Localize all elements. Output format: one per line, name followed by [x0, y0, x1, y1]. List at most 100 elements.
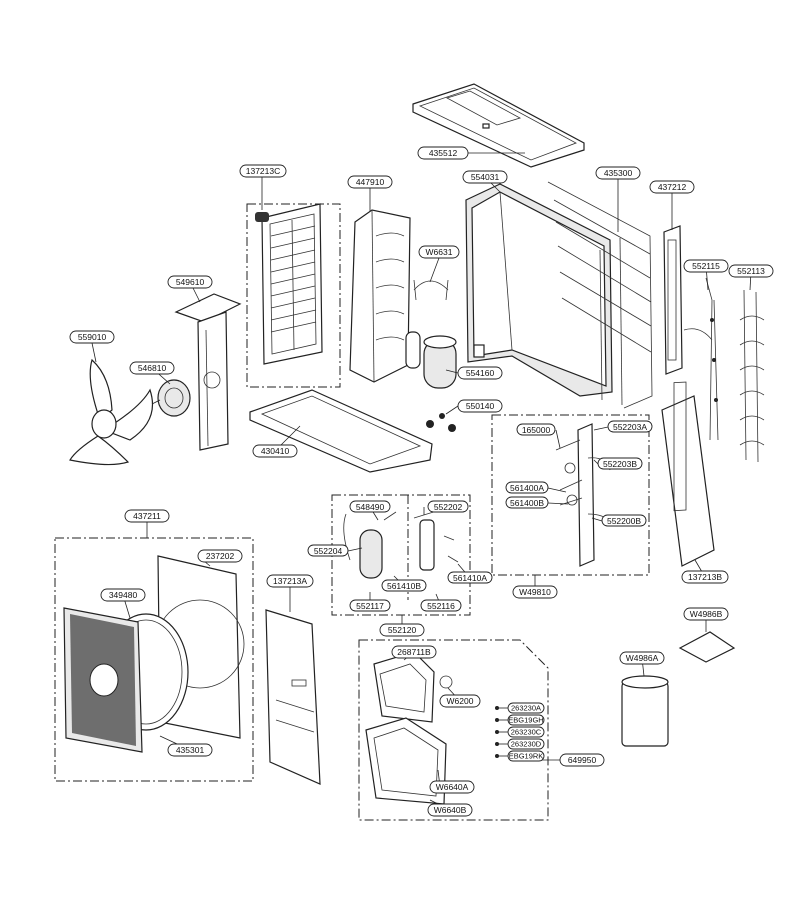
right-side-panel-drawing — [661, 381, 715, 567]
label-137213a[interactable]: 137213A — [266, 574, 314, 588]
label-437211[interactable]: 437211 — [124, 509, 170, 523]
label-137213b[interactable]: 137213B — [681, 570, 729, 584]
label-263230a[interactable]: 263230A — [507, 702, 545, 714]
label-w6640a[interactable]: W6640A — [429, 780, 475, 794]
cabinet-drawing — [465, 183, 613, 397]
label-561400b[interactable]: 561400B — [505, 496, 549, 509]
svg-text:W4986B: W4986B — [690, 609, 723, 619]
label-552202[interactable]: 552202 — [427, 500, 469, 513]
svg-text:EBG19RK: EBG19RK — [509, 752, 544, 761]
fan-motor-drawing — [151, 379, 191, 417]
svg-text:263230A: 263230A — [511, 704, 541, 713]
label-435301[interactable]: 435301 — [167, 743, 213, 757]
label-552113[interactable]: 552113 — [728, 264, 774, 278]
compressor-drawing — [405, 279, 457, 432]
label-447910[interactable]: 447910 — [347, 175, 393, 189]
label-559010[interactable]: 559010 — [69, 330, 115, 344]
label-w6200[interactable]: W6200 — [439, 694, 481, 708]
svg-text:349480: 349480 — [109, 590, 138, 600]
svg-text:552203A: 552203A — [613, 422, 647, 432]
svg-text:552120: 552120 — [388, 625, 417, 635]
label-561400a[interactable]: 561400A — [505, 481, 549, 494]
svg-text:263230C: 263230C — [511, 728, 542, 737]
label-554160[interactable]: 554160 — [457, 366, 503, 380]
valve-assembly-drawing — [555, 423, 611, 567]
side-grille-drawing — [255, 203, 323, 365]
svg-text:447910: 447910 — [356, 177, 385, 187]
part-labels: 435512 137213C 447910 554031 435300 4372… — [69, 146, 774, 817]
label-165000[interactable]: 165000 — [516, 423, 556, 436]
svg-text:561410A: 561410A — [453, 573, 487, 583]
label-552115[interactable]: 552115 — [683, 259, 729, 273]
svg-text:268711B: 268711B — [397, 647, 431, 657]
label-437212[interactable]: 437212 — [649, 180, 695, 194]
label-552120[interactable]: 552120 — [379, 623, 425, 637]
label-552204[interactable]: 552204 — [307, 544, 349, 557]
svg-text:552204: 552204 — [314, 546, 343, 556]
label-w49810[interactable]: W49810 — [512, 585, 558, 599]
insulation-sheet-drawing — [621, 631, 736, 747]
label-435300[interactable]: 435300 — [595, 166, 641, 180]
svg-text:552202: 552202 — [434, 502, 463, 512]
label-552117[interactable]: 552117 — [349, 599, 391, 612]
front-grille-drawing — [63, 607, 143, 753]
label-263230d[interactable]: 263230D — [507, 738, 545, 750]
svg-text:430410: 430410 — [261, 446, 290, 456]
label-263230c[interactable]: 263230C — [507, 726, 545, 738]
svg-text:554031: 554031 — [471, 172, 500, 182]
svg-text:546810: 546810 — [138, 363, 167, 373]
fan-propeller-drawing — [69, 358, 154, 466]
svg-text:437211: 437211 — [133, 511, 161, 521]
label-550140[interactable]: 550140 — [457, 399, 503, 413]
front-grille-group-frame — [54, 537, 254, 782]
label-w4986a[interactable]: W4986A — [619, 651, 665, 665]
svg-text:435512: 435512 — [429, 148, 458, 158]
svg-text:237202: 237202 — [206, 551, 235, 561]
label-237202[interactable]: 237202 — [197, 549, 243, 563]
svg-text:W6640A: W6640A — [436, 782, 469, 792]
svg-text:550140: 550140 — [466, 401, 495, 411]
control-box-drawing — [365, 651, 499, 805]
label-649950[interactable]: 649950 — [559, 753, 605, 767]
condenser-coil-drawing — [547, 181, 653, 409]
label-w6631[interactable]: W6631 — [418, 245, 460, 259]
label-ebg19gh[interactable]: EBG19GH — [507, 714, 545, 726]
reactor-assembly-drawing — [343, 509, 459, 579]
base-pan-drawing — [249, 389, 433, 473]
svg-text:437212: 437212 — [658, 182, 687, 192]
label-w4986b[interactable]: W4986B — [683, 607, 729, 621]
side-panel-drawing — [349, 209, 411, 383]
svg-text:552116: 552116 — [427, 601, 455, 611]
svg-text:552203B: 552203B — [603, 459, 637, 469]
label-w6640b[interactable]: W6640B — [427, 803, 473, 817]
top-cover-drawing — [412, 83, 585, 168]
side-bracket-drawing — [663, 225, 683, 375]
svg-text:137213C: 137213C — [246, 166, 281, 176]
label-546810[interactable]: 546810 — [129, 361, 175, 375]
label-549610[interactable]: 549610 — [167, 275, 213, 289]
label-552203b[interactable]: 552203B — [597, 457, 643, 470]
label-561410b[interactable]: 561410B — [381, 579, 427, 592]
label-554031[interactable]: 554031 — [462, 170, 508, 184]
svg-text:137213B: 137213B — [688, 572, 722, 582]
label-552116[interactable]: 552116 — [420, 599, 462, 612]
svg-text:263230D: 263230D — [511, 740, 542, 749]
svg-text:561410B: 561410B — [387, 581, 421, 591]
label-430410[interactable]: 430410 — [252, 444, 298, 458]
label-268711b[interactable]: 268711B — [391, 645, 437, 659]
label-435512[interactable]: 435512 — [417, 146, 469, 160]
label-548490[interactable]: 548490 — [349, 500, 391, 513]
label-552200b[interactable]: 552200B — [601, 514, 647, 527]
svg-text:165000: 165000 — [522, 425, 551, 435]
label-ebg19rk[interactable]: EBG19RK — [507, 750, 545, 762]
svg-text:W6200: W6200 — [447, 696, 474, 706]
svg-text:561400B: 561400B — [510, 498, 544, 508]
label-137213c[interactable]: 137213C — [239, 164, 287, 178]
distributor-drawing — [739, 289, 765, 463]
svg-text:435300: 435300 — [604, 168, 633, 178]
label-349480[interactable]: 349480 — [100, 588, 146, 602]
svg-text:435301: 435301 — [176, 745, 205, 755]
label-561410a[interactable]: 561410A — [447, 571, 493, 584]
label-552203a[interactable]: 552203A — [607, 420, 653, 433]
